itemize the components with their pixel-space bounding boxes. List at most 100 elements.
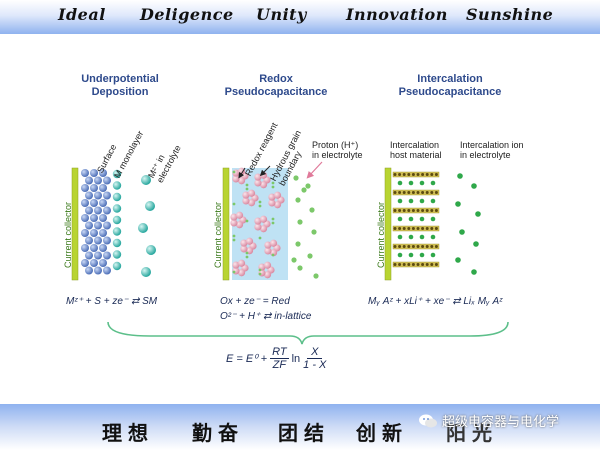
metal-atom	[85, 206, 93, 215]
metal-atom	[99, 259, 107, 267]
lattice-proton	[245, 219, 249, 223]
metal-atom	[94, 266, 102, 275]
redox-reagent-atom	[254, 223, 262, 231]
redox-reagent-atom	[263, 271, 272, 279]
wechat-watermark: 超级电容器与电化学	[418, 411, 559, 430]
metal-atom	[85, 176, 93, 185]
host-atom	[402, 227, 406, 230]
shared-equation-left: E = E⁰ +	[226, 353, 268, 365]
host-atom	[430, 227, 434, 230]
upd-title: Underpotential Deposition	[60, 73, 180, 99]
redox-reagent-atom	[254, 217, 262, 225]
redox-reagent-atom	[254, 179, 262, 187]
redox-reagent-atom	[242, 197, 250, 205]
grain-arrow	[259, 165, 271, 177]
host-atom	[421, 245, 425, 248]
host-layer	[392, 207, 440, 214]
upd-current-collector	[71, 167, 79, 281]
host-atom	[434, 227, 438, 230]
monolayer-ion	[112, 238, 122, 248]
intercalated-ion	[408, 180, 414, 186]
monolayer-ion	[112, 169, 122, 179]
metal-atom	[85, 266, 93, 275]
intercalated-ion	[419, 198, 425, 204]
host-atom	[416, 173, 420, 176]
metal-atom	[85, 221, 93, 230]
electrolyte-ion	[146, 245, 156, 255]
proton-in-electrolyte	[291, 257, 297, 263]
metal-atom	[94, 176, 102, 185]
redox-reagent-atom	[240, 245, 248, 253]
intercalated-ion	[430, 198, 436, 204]
lattice-proton	[258, 204, 262, 208]
proton-in-electrolyte	[295, 197, 301, 203]
metal-atom	[94, 191, 102, 200]
redox-reagent-atom	[259, 181, 268, 189]
electrolyte-ion	[141, 267, 151, 277]
host-atom	[398, 245, 402, 248]
host-atom	[430, 173, 434, 176]
host-atom	[430, 263, 434, 266]
monolayer-ion	[112, 227, 122, 236]
wechat-icon	[419, 414, 437, 427]
intercal-current-collector	[384, 167, 392, 281]
intercalated-ion	[430, 252, 436, 258]
host-atom	[416, 263, 420, 266]
host-atom	[393, 209, 397, 212]
metal-atom	[81, 229, 89, 237]
metal-atom	[85, 191, 93, 200]
host-atom	[393, 263, 397, 266]
fraction-rt-zf: RT ZF	[270, 346, 289, 371]
redox-reagent-atom	[263, 261, 272, 269]
shared-equation: E = E⁰ + RT ZF ln X 1 - X	[226, 346, 326, 371]
proton-in-electrolyte	[309, 207, 315, 213]
host-atom	[407, 227, 411, 230]
metal-atom	[103, 236, 111, 245]
fraction-x-den: 1 - X	[303, 359, 327, 371]
reagent-arrow	[238, 167, 246, 179]
intercalated-ion	[408, 198, 414, 204]
electrolyte-li-ion	[455, 257, 461, 263]
metal-atom	[103, 176, 111, 185]
lattice-proton	[232, 238, 236, 242]
lattice-proton	[271, 185, 275, 189]
proton-in-electrolyte	[313, 273, 319, 279]
monolayer-ion	[112, 181, 122, 190]
electrolyte-ion	[141, 175, 151, 185]
motto-deligence: Deligence	[140, 5, 234, 24]
proton-in-electrolyte	[301, 187, 307, 193]
cn-motto-lixiang: 理想	[102, 421, 154, 445]
metal-atom	[81, 184, 89, 192]
redox-reagent-atom	[259, 225, 268, 233]
lattice-proton	[245, 255, 249, 259]
host-atom	[434, 209, 438, 212]
host-layer	[392, 171, 440, 178]
metal-atom	[99, 214, 107, 222]
electrolyte-li-ion	[471, 183, 477, 189]
electrolyte-ion	[145, 201, 155, 211]
redox-reagent-atom	[240, 239, 248, 247]
electrolyte-li-ion	[475, 211, 481, 217]
metal-atom	[103, 191, 111, 200]
metal-atom	[103, 251, 111, 260]
host-atom	[393, 191, 397, 194]
metal-atom	[94, 221, 102, 230]
host-atom	[398, 263, 402, 266]
host-atom	[398, 209, 402, 212]
lattice-proton	[245, 187, 249, 191]
host-atom	[407, 173, 411, 176]
redox-reagent-atom	[247, 199, 256, 207]
host-layer	[392, 243, 440, 250]
redox-equation-2: O²⁻ + H⁺ ⇄ in-lattice	[220, 311, 312, 322]
metal-atom	[99, 244, 107, 252]
intercalated-ion	[419, 216, 425, 222]
metal-atom	[103, 206, 111, 215]
redox-reagent-atom	[273, 191, 282, 199]
fraction-x: X 1 - X	[303, 346, 326, 371]
redox-reagent-atom	[232, 261, 240, 269]
intercal-equation: Mᵧ Aᶻ + xLi⁺ + xe⁻ ⇄ Liₓ Mᵧ Aᶻ	[368, 296, 503, 307]
metal-atom	[94, 251, 102, 260]
lattice-proton	[271, 253, 275, 257]
redox-reagent-atom	[235, 221, 244, 229]
redox-reagent-atom	[268, 199, 276, 207]
